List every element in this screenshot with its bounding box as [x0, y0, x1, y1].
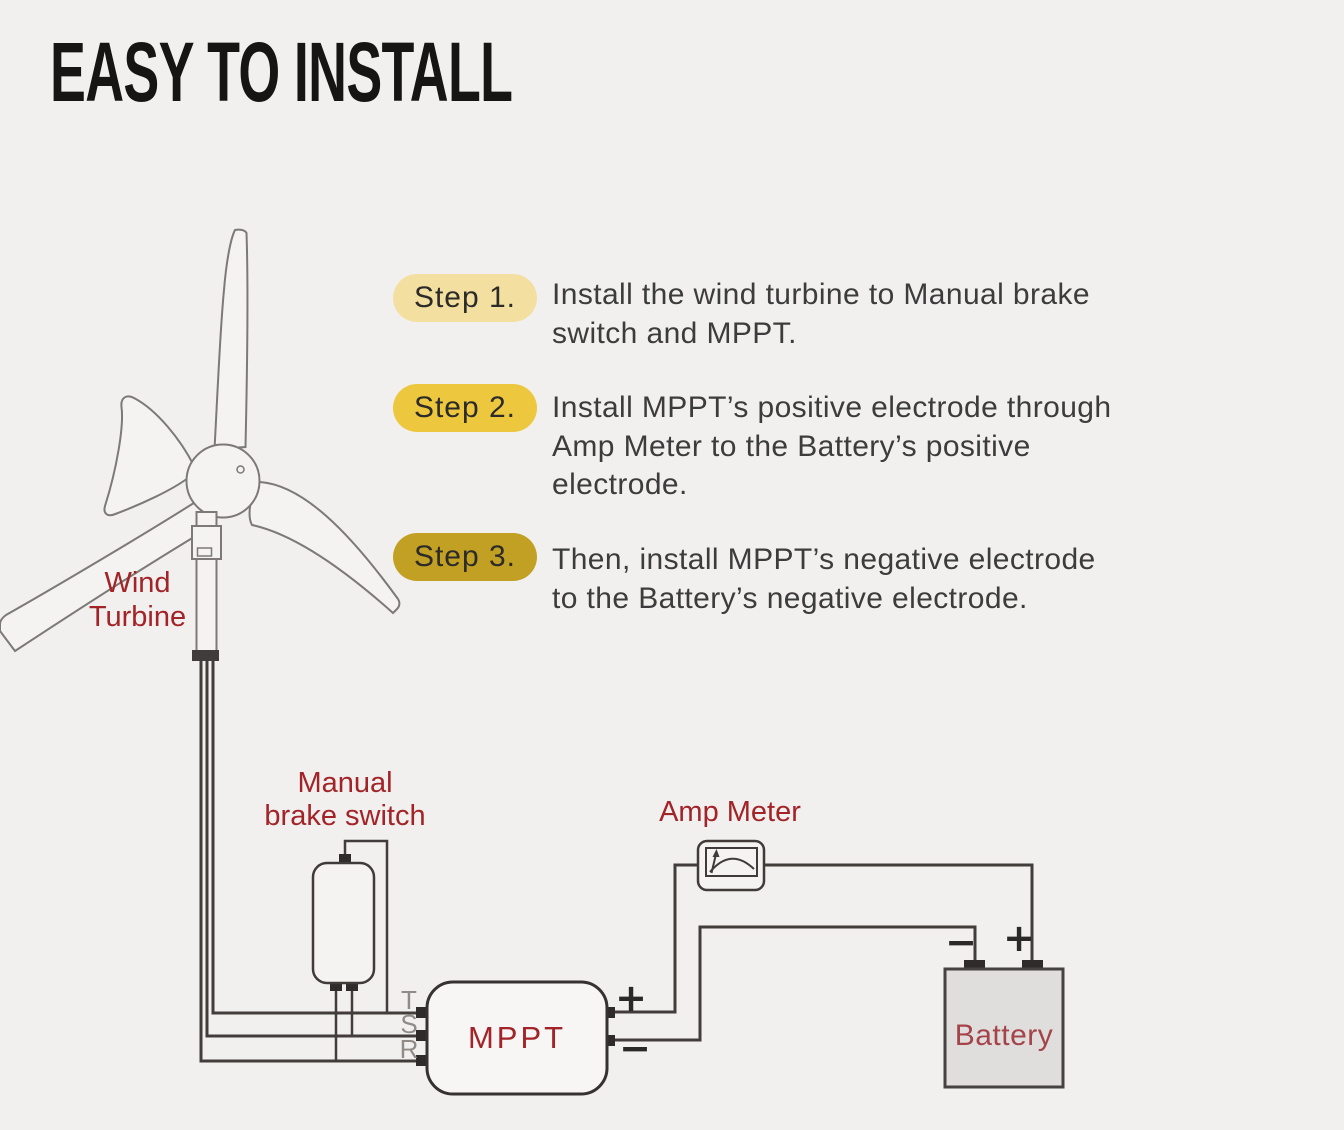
- step-2-badge: Step 2.: [393, 384, 537, 432]
- amp-meter-label: Amp Meter: [659, 796, 801, 828]
- step-3-badge: Step 3.: [393, 533, 537, 581]
- wire-turbine-to-R: [199, 661, 418, 1063]
- wire-ampmeter-to-battery-plus: [764, 863, 1034, 960]
- mppt-terminal-r-label: R: [399, 1034, 419, 1064]
- battery-plus-sign: +: [1003, 916, 1035, 960]
- turbine-hub-bolt: [236, 465, 245, 474]
- turbine-pole-clamp: [191, 525, 222, 560]
- page-title: EASY TO INSTALL: [50, 25, 513, 119]
- mppt-terminal-s-stub: [416, 1030, 428, 1041]
- mppt-terminal-s-label: S: [400, 1009, 418, 1039]
- turbine-cable-cap: [192, 650, 219, 661]
- step-1-text: Install the wind turbine to Manual brake…: [552, 278, 1090, 350]
- mppt-terminal-t-label: T: [401, 985, 417, 1015]
- wiring: [199, 661, 1034, 1063]
- turbine-blade-upper-left-fin: [103, 395, 196, 517]
- step-3-text: Then, install MPPT’s negative electrode …: [552, 543, 1096, 615]
- wire-turbine-to-S: [205, 661, 418, 1038]
- brake-top-terminal-stub: [339, 854, 351, 863]
- turbine-blade-lower-left: [0, 499, 211, 653]
- mppt-terminal-plus-stub: [603, 1007, 615, 1018]
- amp-meter-needle-tip: [712, 849, 720, 857]
- mppt-plus-sign: +: [615, 976, 647, 1020]
- brake-bottom-right-terminal-stub: [346, 983, 358, 991]
- turbine-hub: [185, 443, 261, 519]
- wire-mppt-plus-to-ampmeter: [612, 863, 698, 1014]
- step-2-text: Install MPPT’s positive electrode throug…: [552, 391, 1112, 501]
- wire-turbine-to-T: [211, 661, 418, 1015]
- wind-turbine-illustration: [0, 228, 401, 661]
- wind-turbine-label: Wind Turbine: [88, 567, 187, 633]
- wire-brake-top-to-T: [343, 839, 389, 1012]
- mppt-terminal-r-stub: [416, 1055, 428, 1066]
- mppt-minus-sign: −: [619, 1026, 651, 1070]
- battery-box: [943, 967, 1065, 1089]
- mppt-label: MPPT: [467, 1020, 567, 1055]
- battery-minus-terminal-stub: [964, 960, 985, 970]
- step-1-badge: Step 1.: [393, 274, 537, 322]
- brake-switch-box: [311, 861, 376, 985]
- amp-meter-gauge: [696, 839, 766, 892]
- mppt-terminal-t-stub: [416, 1007, 428, 1018]
- terminal-stubs: [330, 854, 1043, 1066]
- battery-label: Battery: [954, 1019, 1054, 1052]
- turbine-blade-top: [213, 228, 249, 451]
- wire-mppt-minus-to-battery-minus: [612, 925, 977, 1042]
- battery-plus-terminal-stub: [1022, 960, 1043, 970]
- turbine-pole-clamp-slot: [196, 547, 213, 557]
- mppt-terminal-minus-stub: [603, 1035, 615, 1046]
- battery-minus-sign: −: [945, 920, 977, 964]
- turbine-blade-lower-right: [248, 480, 401, 615]
- brake-bottom-left-terminal-stub: [330, 983, 342, 991]
- brake-switch-label: Manual brake switch: [264, 767, 426, 832]
- mppt-box: [425, 980, 609, 1096]
